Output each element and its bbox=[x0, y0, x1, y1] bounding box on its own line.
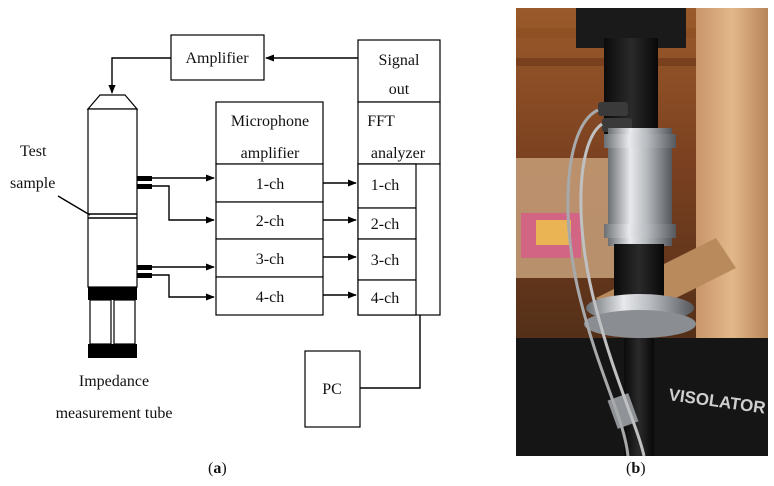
microphone-amplifier-label-line1: Microphone bbox=[231, 113, 309, 130]
photo-lower-black-tube bbox=[614, 244, 664, 304]
caption-a-close: ) bbox=[221, 460, 227, 477]
photo-cable-2 bbox=[579, 122, 646, 456]
pc-label: PC bbox=[322, 381, 342, 398]
caption-b: (b) bbox=[626, 460, 646, 478]
mic-amp-channel-4-label: 4-ch bbox=[256, 289, 284, 306]
pc-box bbox=[304, 350, 361, 428]
mic-amp-channel-4 bbox=[215, 276, 324, 316]
fft-analyzer-label-line1: FFT bbox=[367, 113, 395, 130]
fft-channel-4 bbox=[357, 279, 417, 316]
caption-a-letter: a bbox=[213, 460, 222, 477]
photo-clamp bbox=[607, 393, 639, 429]
arrow-amplifier-to-tube bbox=[108, 57, 171, 94]
microphone-port-3 bbox=[137, 265, 152, 270]
fft-channel-4-label: 4-ch bbox=[371, 290, 399, 307]
tube-horn-cap bbox=[86, 94, 139, 110]
tube-base-bottom bbox=[88, 344, 137, 358]
photo-wood-plank bbox=[696, 8, 768, 368]
mic-amp-channel-2 bbox=[215, 201, 324, 240]
caption-b-open: ( bbox=[626, 460, 632, 477]
microphone-port-4 bbox=[137, 273, 152, 278]
photo-colorful-paper-2 bbox=[536, 220, 571, 245]
caption-a-open: ( bbox=[208, 460, 214, 477]
tube-base-right-chamber bbox=[113, 299, 136, 345]
caption-a: (a) bbox=[208, 460, 227, 478]
test-sample-leader bbox=[57, 195, 91, 216]
impedance-tube-label-line2: measurement tube bbox=[56, 405, 173, 422]
microphone-port-2 bbox=[137, 184, 152, 189]
signal-out-box bbox=[357, 39, 441, 103]
photo-base-disk-2 bbox=[584, 310, 696, 338]
fft-channel-1-label: 1-ch bbox=[371, 177, 399, 194]
signal-out-label-line1: Signal bbox=[379, 52, 420, 69]
fft-channel-2 bbox=[357, 207, 417, 240]
microphone-port-1 bbox=[137, 176, 152, 181]
measurement-setup-diagram: Amplifier Signal out Microphone amplifie… bbox=[10, 34, 441, 428]
arrow-port2-to-mic-amp-2 bbox=[152, 185, 215, 224]
tube-base-band bbox=[88, 287, 137, 300]
fft-analyzer-label-line2: analyzer bbox=[371, 145, 426, 162]
impedance-tube-label-line1: Impedance bbox=[79, 373, 149, 390]
photo-cable-1 bbox=[566, 108, 630, 456]
caption-b-close: ) bbox=[640, 460, 646, 477]
impedance-tube bbox=[86, 94, 152, 358]
amplifier-label: Amplifier bbox=[185, 50, 249, 67]
amplifier-box bbox=[170, 34, 265, 81]
fft-channel-2-label: 2-ch bbox=[371, 216, 399, 233]
test-sample-label-line1: Test bbox=[20, 143, 47, 160]
photo-impedance-tube: VISOLATOR bbox=[516, 8, 768, 456]
mic-amp-channel-2-label: 2-ch bbox=[256, 213, 284, 230]
tube-body bbox=[87, 108, 138, 288]
fft-analyzer-header bbox=[357, 101, 441, 165]
tube-base-left-chamber bbox=[89, 299, 112, 345]
mic-amp-channel-1-label: 1-ch bbox=[256, 176, 284, 193]
caption-b-letter: b bbox=[631, 460, 641, 477]
photo-holder-ring-bottom bbox=[604, 224, 676, 238]
photo-sensor-block-1 bbox=[598, 102, 628, 116]
arrow-port4-to-mic-amp-4 bbox=[152, 274, 215, 301]
fft-channel-3-label: 3-ch bbox=[371, 252, 399, 269]
microphone-amplifier-label-line2: amplifier bbox=[241, 145, 300, 162]
fft-channel-1 bbox=[357, 163, 417, 209]
signal-out-label-line2: out bbox=[389, 81, 410, 98]
fft-channel-3 bbox=[357, 238, 417, 281]
line-fft-to-pc bbox=[360, 315, 421, 389]
microphone-amplifier-header bbox=[215, 101, 324, 165]
photo-holder-ring-top bbox=[604, 134, 676, 148]
mic-amp-channel-3-label: 3-ch bbox=[256, 251, 284, 268]
test-sample-label-line2: sample bbox=[10, 175, 55, 192]
